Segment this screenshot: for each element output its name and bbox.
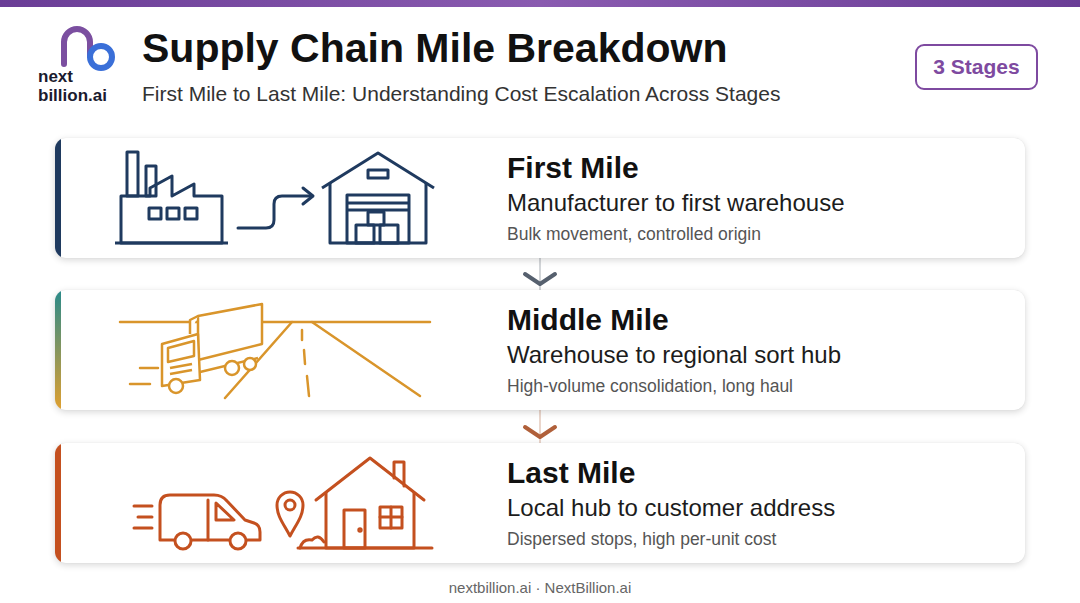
diagram-title: Supply Chain Mile Breakdown <box>142 25 727 72</box>
flow-arrow <box>238 196 312 228</box>
factory-icon <box>167 208 179 219</box>
house-icon <box>359 529 361 531</box>
stage-accent-bar <box>55 443 61 563</box>
flow-arrow <box>303 188 313 204</box>
house-icon <box>344 510 365 548</box>
stage-note: Bulk movement, controlled origin <box>507 223 1009 247</box>
van-icon <box>216 503 234 520</box>
house-icon <box>380 516 402 519</box>
stage-title: First Mile <box>507 150 1009 186</box>
road-lines <box>120 321 430 324</box>
warehouse-icon <box>368 212 384 225</box>
van-icon <box>134 505 152 508</box>
truck-icon <box>162 334 200 386</box>
van-icon <box>175 533 191 549</box>
van-icon <box>134 527 152 530</box>
logo-mark <box>64 29 90 64</box>
truck-icon <box>244 358 256 370</box>
truck-icon <box>170 364 192 368</box>
house-icon <box>380 507 402 528</box>
road-lines <box>301 330 304 340</box>
top-bar <box>0 0 1080 7</box>
factory-icon <box>121 176 222 243</box>
logo-mark <box>64 29 112 68</box>
road-lines <box>307 376 309 396</box>
truck-icon <box>162 304 262 393</box>
house-icon <box>326 493 414 548</box>
stage-accent-bar <box>55 138 61 258</box>
house-icon <box>298 547 432 550</box>
truck-icon <box>198 304 262 360</box>
footer-caption: nextbillion.ai · NextBillion.ai <box>0 579 1080 596</box>
truck-icon <box>225 361 239 375</box>
location-pin <box>277 492 303 536</box>
factory-icon <box>127 152 138 196</box>
location-pin <box>285 500 295 510</box>
badge-text: 3 Stages <box>933 55 1019 79</box>
house-icon <box>300 537 324 548</box>
warehouse-icon <box>347 202 409 205</box>
van-icon <box>134 495 260 549</box>
truck-icon <box>190 316 198 334</box>
stage-description: Warehouse to regional sort hub <box>507 339 1009 370</box>
warehouse-icon <box>356 225 374 243</box>
stage-note: High-volume consolidation, long haul <box>507 375 1009 399</box>
factory-icon <box>149 208 161 219</box>
road-lines <box>140 367 158 370</box>
road-lines <box>304 350 305 364</box>
warehouse-icon <box>322 153 434 243</box>
van-icon <box>207 500 210 540</box>
warehouse-icon <box>368 170 388 178</box>
house-icon <box>394 462 404 486</box>
warehouse-icon <box>380 225 398 243</box>
stage-accent-bar <box>55 290 61 410</box>
stage-title: Middle Mile <box>507 302 1009 338</box>
warehouse-icon <box>330 183 426 243</box>
stage-note: Dispersed stops, high per-unit cost <box>507 528 1009 552</box>
stage-description: Local hub to customer address <box>507 492 1009 523</box>
logo-text: next <box>38 67 73 87</box>
stage-connector <box>539 410 541 443</box>
location-pin <box>277 492 303 536</box>
factory-icon <box>115 242 228 245</box>
logo-text: billion.ai <box>38 86 107 106</box>
warehouse-icon <box>322 153 434 188</box>
road-lines <box>312 322 420 396</box>
stage-title: Last Mile <box>507 455 1009 491</box>
logo-mark <box>90 46 112 68</box>
stage-card: First MileManufacturer to first warehous… <box>55 138 1025 258</box>
factory-icon <box>115 152 228 243</box>
road-lines <box>130 383 150 386</box>
stage-count-badge: 3 Stages <box>915 44 1038 90</box>
road-lines <box>120 322 430 398</box>
subtitle: First Mile to Last Mile: Understanding C… <box>142 82 780 106</box>
stage-description: Manufacturer to first warehouse <box>507 187 1009 218</box>
truck-icon <box>170 370 192 374</box>
van-icon <box>230 533 246 549</box>
truck-icon <box>168 341 194 362</box>
van-icon <box>160 495 260 540</box>
flow-arrow <box>238 188 313 228</box>
house-icon <box>298 458 432 548</box>
house-icon <box>316 458 424 500</box>
truck-icon <box>169 379 183 393</box>
warehouse-icon <box>347 195 409 243</box>
van-icon <box>138 516 152 519</box>
factory-icon <box>185 208 197 219</box>
stage-connector <box>539 258 541 290</box>
